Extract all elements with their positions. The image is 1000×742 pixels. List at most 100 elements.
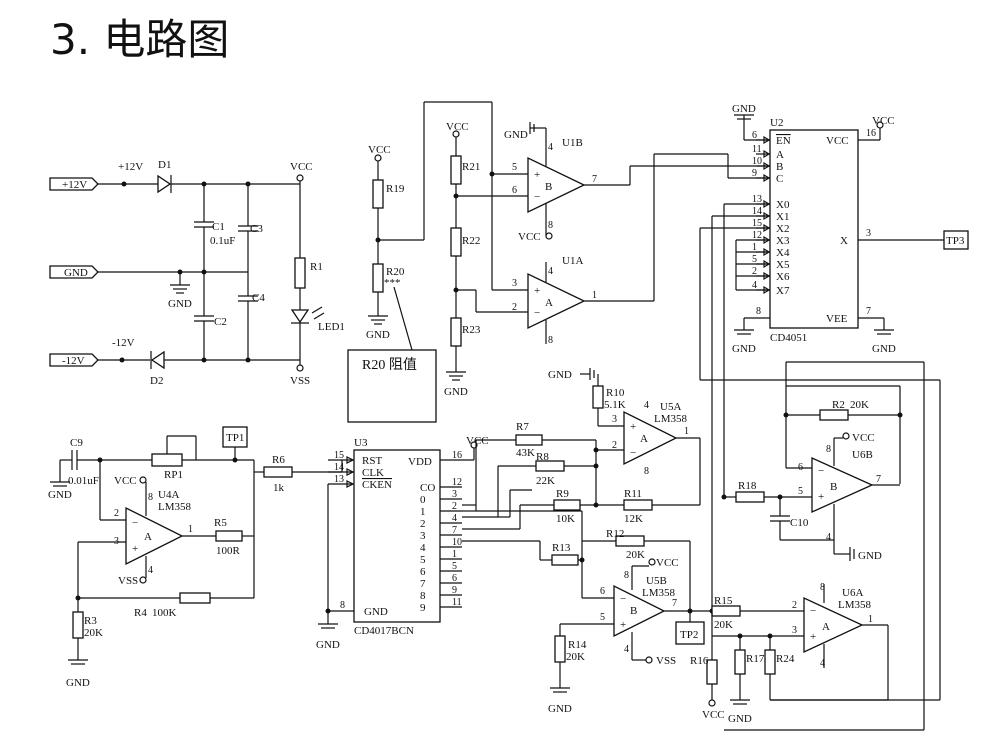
input-stage: GND C9 0.01uF RP1 TP1 R6 1k − + A 2 3 1 … <box>48 426 342 689</box>
label-r4: R4 <box>134 607 147 619</box>
pin-u3-out-num: 11 <box>452 597 462 608</box>
label-gnd-r23: GND <box>444 386 468 398</box>
pin-u2-vee-num: 7 <box>866 306 871 317</box>
resistor-r2 <box>819 409 849 421</box>
label-r24: R24 <box>776 653 795 665</box>
pin-u3-out-0: 0 <box>420 494 426 506</box>
label-vcc-u3: VCC <box>466 435 489 447</box>
label-rp1: RP1 <box>164 469 183 481</box>
pin-u2-num: 9 <box>752 168 757 179</box>
svg-text:4: 4 <box>820 658 825 669</box>
ic-u2-body <box>769 129 859 329</box>
pin-u3-out-1: 1 <box>420 506 426 518</box>
label-vcc-u1b: VCC <box>518 231 541 243</box>
pin-u2-x4: X4 <box>776 247 790 259</box>
label-vss-u5b: VSS <box>656 655 676 667</box>
label-tp1: TP1 <box>226 432 244 444</box>
label-u1b: U1B <box>562 137 583 149</box>
svg-text:4: 4 <box>644 400 649 411</box>
label-c4: C4 <box>252 292 265 304</box>
resistor-r16 <box>706 659 718 685</box>
svg-text:−: − <box>534 307 540 319</box>
svg-text:6: 6 <box>600 586 605 597</box>
pin-u2-num: 4 <box>752 280 757 291</box>
resistor-r9 <box>553 499 581 511</box>
pin-u2-x7: X7 <box>776 285 790 297</box>
svg-text:3: 3 <box>792 625 797 636</box>
label-c9-value: 0.01uF <box>68 475 99 487</box>
pin-u3-out-num: 3 <box>452 489 457 500</box>
svg-text:−: − <box>132 517 138 529</box>
label-r3: R3 <box>84 615 97 627</box>
svg-text:3: 3 <box>512 278 517 289</box>
label-r12-value: 20K <box>626 549 645 561</box>
label-u2-x: X <box>840 235 848 247</box>
label-gnd-c9: GND <box>48 489 72 501</box>
label-p12v-net: +12V <box>118 161 143 173</box>
label-r20-callout: R20 阻值 <box>362 357 417 373</box>
svg-text:7: 7 <box>592 174 597 185</box>
pin-u3-out-9: 9 <box>420 602 426 614</box>
pin-u2-en: EN <box>776 135 791 147</box>
label-r10: R10 <box>606 387 625 399</box>
svg-text:4: 4 <box>548 266 553 277</box>
resistor-r23 <box>450 317 462 347</box>
svg-text:+: + <box>534 285 540 297</box>
svg-text:2: 2 <box>512 302 517 313</box>
resistor-r18 <box>735 491 765 503</box>
label-r4-value: 100K <box>152 607 177 619</box>
label-r9: R9 <box>556 488 569 500</box>
pin-u2-x-num: 3 <box>866 228 871 239</box>
label-gnd-u6b: GND <box>858 550 882 562</box>
label-vcc-r1: VCC <box>290 161 313 173</box>
label-r14: R14 <box>568 639 587 651</box>
label-u6b-unit: B <box>830 481 837 493</box>
label-r11-value: 12K <box>624 513 643 525</box>
pin-u3-rst: RST <box>362 455 382 467</box>
opamp-u5a <box>623 410 678 466</box>
svg-text:+: + <box>818 491 824 503</box>
svg-text:4: 4 <box>826 532 831 543</box>
svg-text:8: 8 <box>148 492 153 503</box>
svg-text:4: 4 <box>624 644 629 655</box>
resistor-r19 <box>372 179 384 209</box>
pin-u2-a: A <box>776 149 784 161</box>
resistor-r17 <box>734 649 746 675</box>
testpoint-tp2 <box>675 621 705 645</box>
pin-u2-x3: X3 <box>776 235 790 247</box>
pin-u2-vcc-num: 16 <box>866 128 876 139</box>
label-u4a-part: LM358 <box>158 501 192 513</box>
label-gnd-r10: GND <box>548 369 572 381</box>
label-u3-gnd: GND <box>364 606 388 618</box>
label-vcc-u2: VCC <box>872 115 895 127</box>
svg-text:4: 4 <box>148 565 153 576</box>
pin-u3-out-num: 7 <box>452 525 457 536</box>
label-c1: C1 <box>212 221 225 233</box>
label-r6: R6 <box>272 454 285 466</box>
pin-u3-out-4: 4 <box>420 542 426 554</box>
svg-text:6: 6 <box>798 462 803 473</box>
resistor-r14 <box>554 635 566 663</box>
label-u1a: U1A <box>562 255 583 267</box>
label-r17: R17 <box>746 653 765 665</box>
label-r5-value: 100R <box>216 545 241 557</box>
testpoint-tp3 <box>943 230 969 250</box>
label-u4a-unit: A <box>144 531 152 543</box>
svg-text:8: 8 <box>820 582 825 593</box>
label-port-m12v: -12V <box>62 355 85 367</box>
pin-u2-num: 5 <box>752 254 757 265</box>
label-vcc-u6b: VCC <box>852 432 875 444</box>
pin-u3-out-num: 2 <box>452 501 457 512</box>
label-r14-value: 20K <box>566 651 585 663</box>
label-r8-value: 22K <box>536 475 555 487</box>
svg-text:1: 1 <box>868 614 873 625</box>
label-r10-value: 5.1K <box>604 399 626 411</box>
label-r7: R7 <box>516 421 529 433</box>
label-r15: R15 <box>714 595 733 607</box>
label-r15-value: 20K <box>714 619 733 631</box>
svg-text:2: 2 <box>792 600 797 611</box>
resistor-r22 <box>450 227 462 257</box>
svg-text:5: 5 <box>798 486 803 497</box>
